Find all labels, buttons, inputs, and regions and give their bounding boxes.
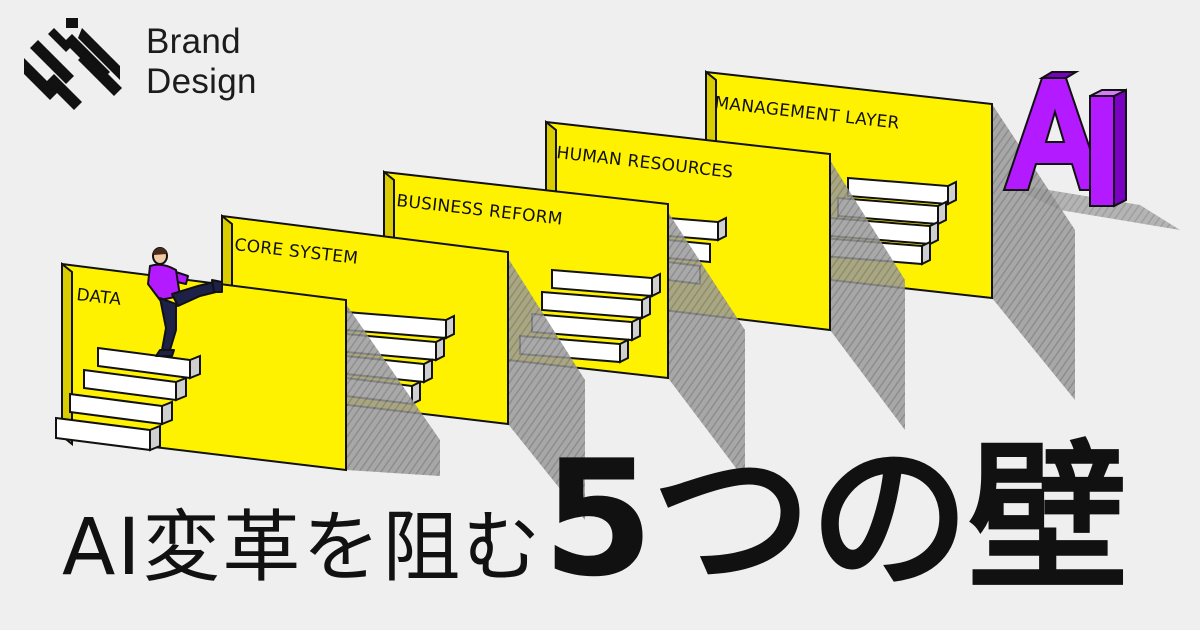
headline-part1: AI変革を阻む [62, 503, 543, 593]
headline: AI変革を阻む5つの壁 [62, 434, 1128, 614]
wall-label: DATA [75, 285, 122, 310]
brand-logo: Brand Design [24, 18, 284, 110]
zebra-stripes-logo-icon [24, 18, 122, 110]
brand-line1: Brand [146, 22, 241, 61]
headline-part2: 5つの壁 [542, 425, 1127, 612]
brand-name: Brand Design [146, 22, 257, 102]
ai-3d-letters [1000, 71, 1180, 230]
brand-line2: Design [146, 62, 257, 101]
climbing-person [147, 247, 223, 357]
